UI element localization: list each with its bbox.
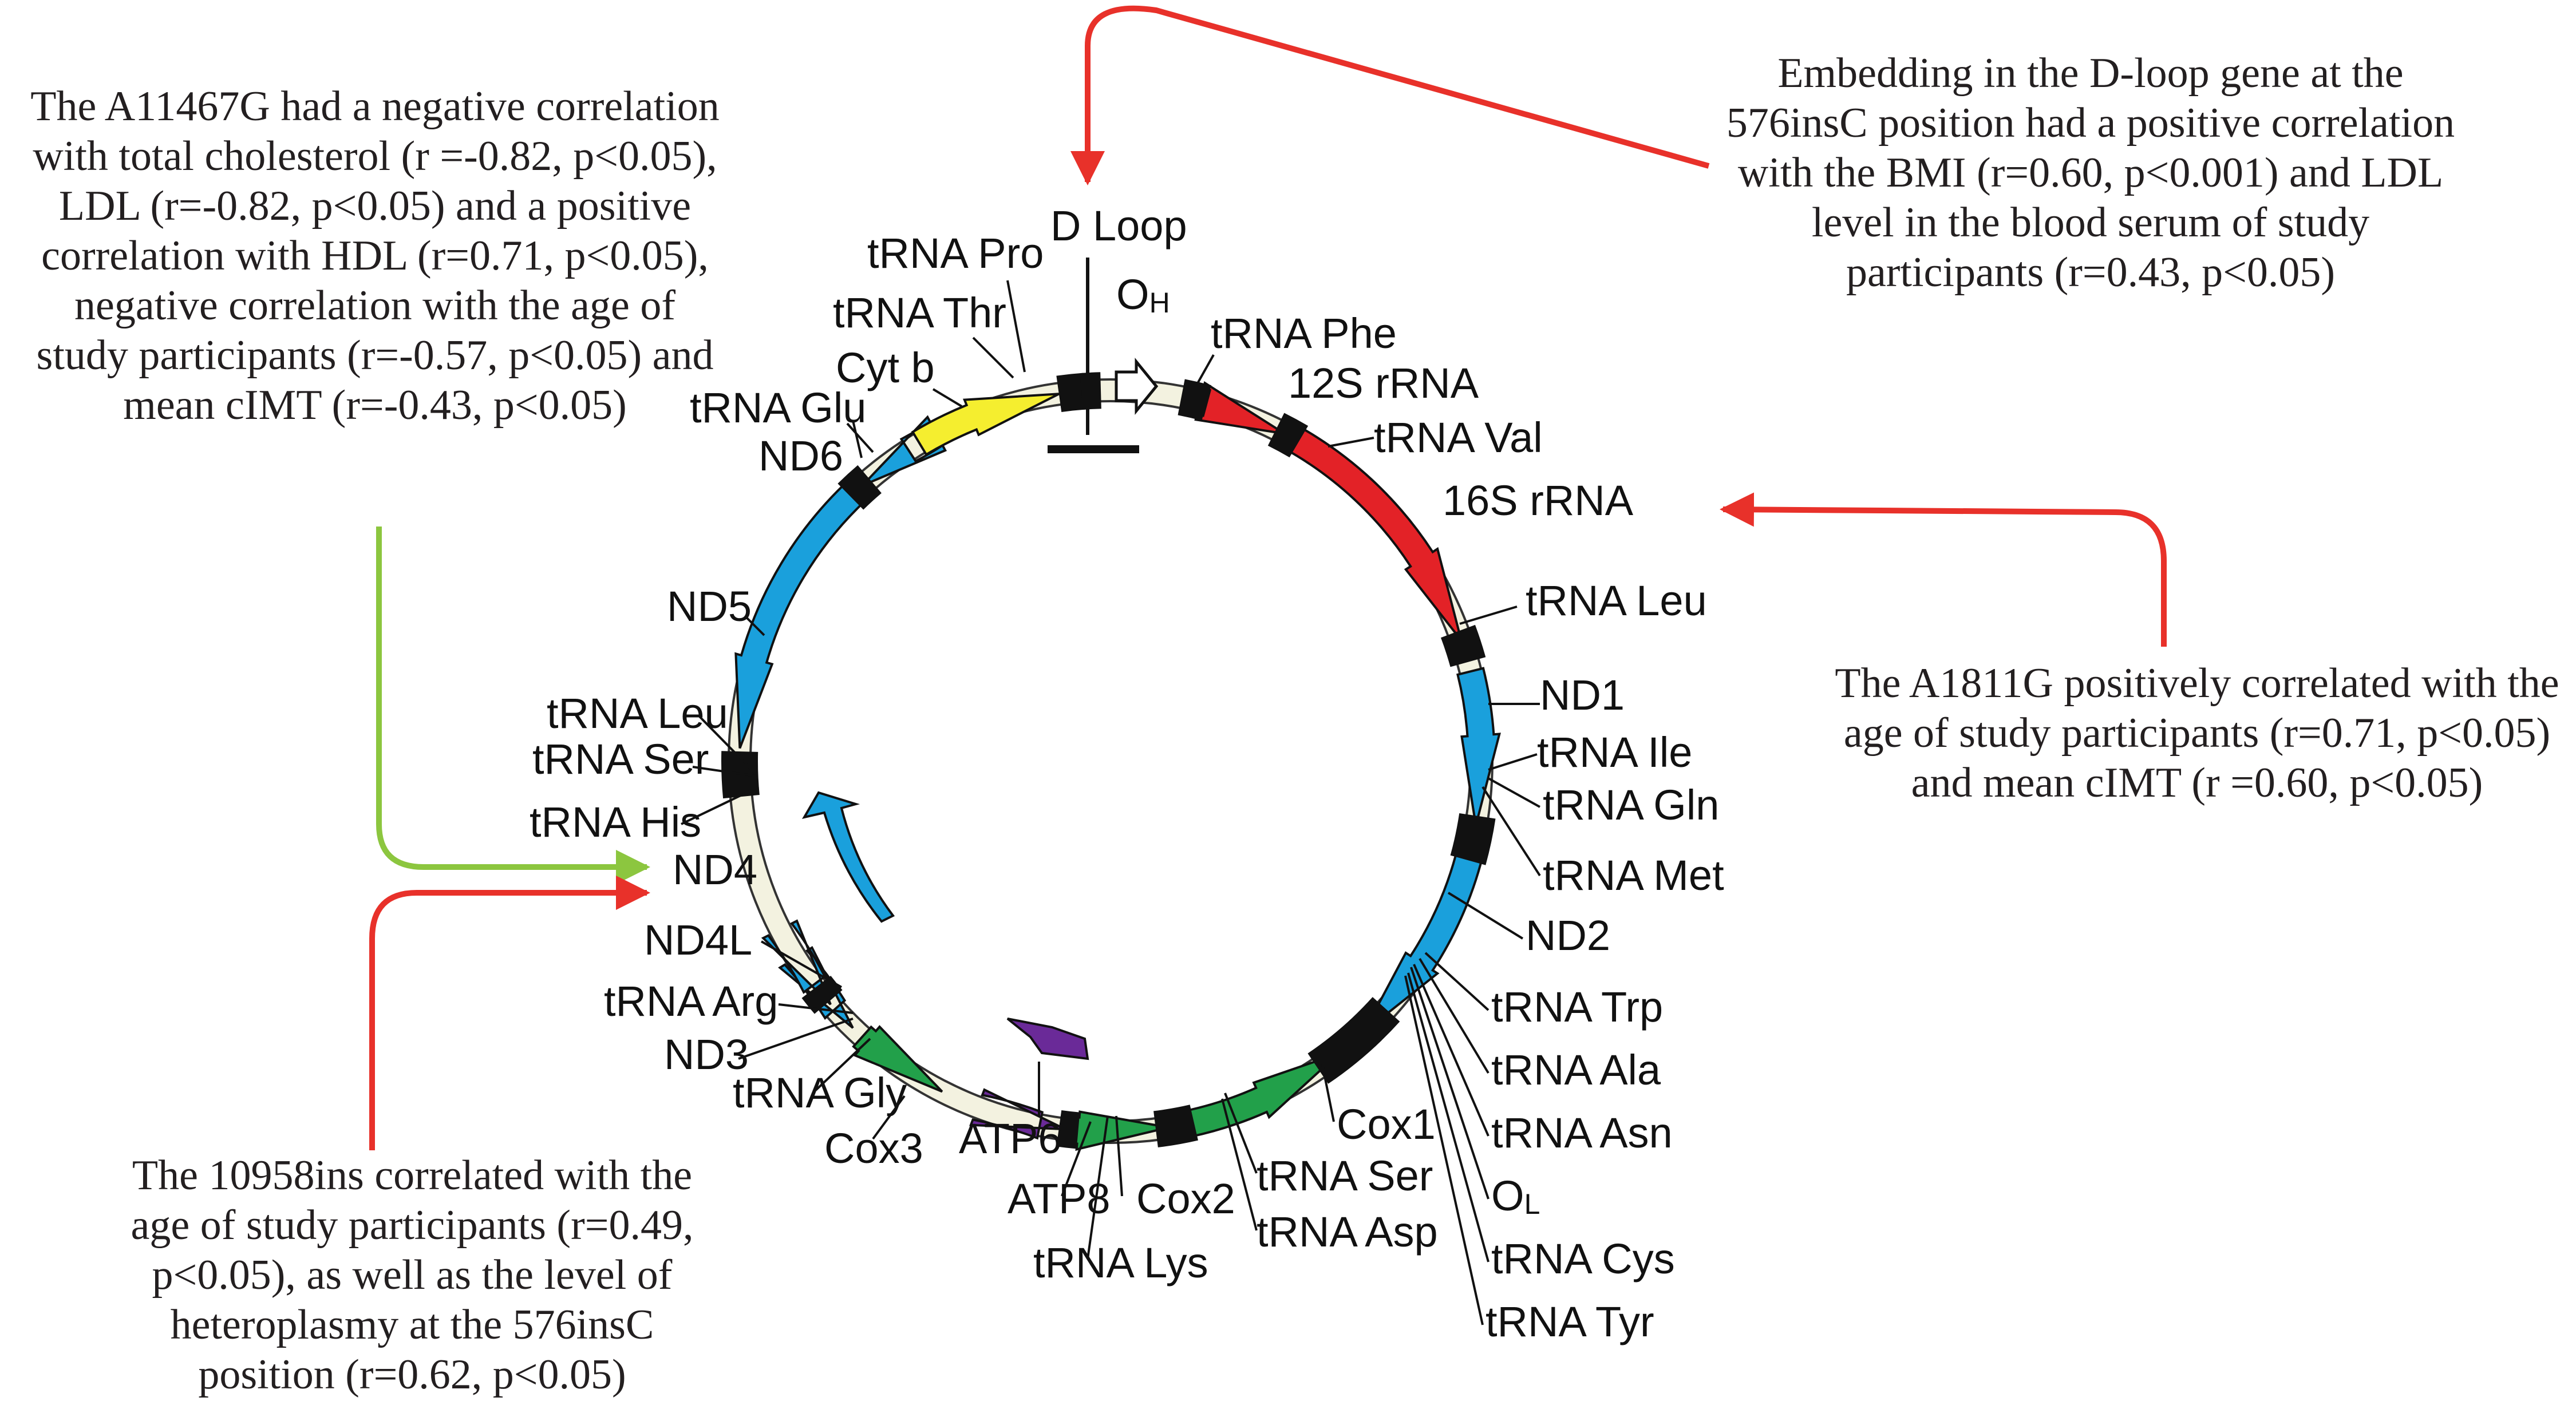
trna-tick-5: [1307, 997, 1400, 1084]
trna-tick-7: [1056, 1110, 1080, 1149]
arrow-a1811g-annotation: [1720, 492, 2167, 647]
label-nd5: ND5: [667, 583, 752, 630]
arrow-dloop-annotation: [1070, 5, 1710, 185]
leader-lines: [681, 280, 1541, 1325]
label-d-loop: D Loop: [1050, 202, 1187, 250]
segment-atp8: [969, 1088, 1066, 1140]
label-trna-ile: tRNA Ile: [1537, 729, 1692, 776]
label-atp6: ATP6: [959, 1115, 1062, 1162]
label-nd2: ND2: [1526, 912, 1610, 959]
arrow-a11467g-annotation: [376, 527, 650, 884]
label-trna-val: tRNA Val: [1374, 414, 1543, 461]
label-trna-tyr: tRNA Tyr: [1485, 1298, 1654, 1345]
trna-tick-10: [837, 465, 882, 510]
trna-tick-1: [1178, 379, 1211, 421]
label-cox3: Cox3: [824, 1125, 923, 1172]
trna-tick-12: [1080, 372, 1101, 410]
label-trna-leu-right: tRNA Leu: [1526, 577, 1707, 624]
label-nd4: ND4: [673, 846, 757, 893]
label-trna-leu-left: tRNA Leu: [547, 690, 728, 737]
label-trna-thr: tRNA Thr: [833, 289, 1006, 337]
label-trna-arg: tRNA Arg: [604, 977, 778, 1025]
label-trna-his: tRNA His: [530, 798, 701, 846]
trna-tick-6: [1153, 1105, 1198, 1147]
trna-tick-8: [801, 975, 843, 1014]
label-trna-asn: tRNA Asn: [1491, 1109, 1673, 1157]
label-trna-pro: tRNA Pro: [867, 229, 1044, 277]
label-nd3: ND3: [664, 1031, 749, 1078]
label-trna-lys: tRNA Lys: [1033, 1239, 1208, 1287]
nd4-inner-arrow: [801, 791, 895, 923]
label-ol: OL: [1491, 1172, 1540, 1220]
label-12s-rrna: 12S rRNA: [1288, 359, 1479, 407]
segment-cox1: [1183, 1052, 1340, 1138]
label-trna-gly: tRNA Gly: [733, 1069, 907, 1117]
segment-nd1: [1456, 667, 1501, 826]
label-nd6: ND6: [758, 432, 843, 480]
trna-tick-11: [1056, 373, 1086, 412]
label-cox1: Cox1: [1337, 1101, 1436, 1148]
atp-inner-arrow: [1006, 1018, 1089, 1060]
label-trna-ala: tRNA Ala: [1491, 1046, 1661, 1094]
trna-tick-3: [1440, 624, 1486, 667]
label-oh: OH: [1116, 271, 1170, 319]
label-cox2: Cox2: [1136, 1175, 1235, 1222]
label-trna-met: tRNA Met: [1543, 852, 1724, 899]
label-trna-asp: tRNA Asp: [1257, 1208, 1438, 1256]
annotation-a1811g: The A1811G positively correlated with th…: [1835, 660, 2559, 806]
arrow-10958ins-annotation: [369, 876, 650, 1150]
label-nd4l: ND4L: [644, 916, 752, 964]
label-trna-ser-left: tRNA Ser: [532, 735, 709, 783]
label-trna-gln: tRNA Gln: [1543, 781, 1719, 829]
label-trna-cys: tRNA Cys: [1491, 1235, 1675, 1283]
oh-arrow-icon: [1115, 357, 1159, 415]
segment-cyt-b: [911, 393, 1060, 457]
trna-tick-2: [1267, 413, 1309, 458]
trna-tick-4: [1450, 813, 1496, 865]
label-cyt-b: Cyt b: [836, 344, 935, 391]
label-trna-ser-bottom: tRNA Ser: [1257, 1152, 1433, 1200]
label-trna-trp: tRNA Trp: [1491, 983, 1663, 1031]
label-trna-glu: tRNA Glu: [690, 384, 866, 432]
label-trna-phe: tRNA Phe: [1211, 310, 1397, 357]
segment-nd5: [734, 483, 864, 749]
label-16s-rrna: 16S rRNA: [1443, 477, 1634, 524]
label-nd1: ND1: [1540, 671, 1625, 719]
